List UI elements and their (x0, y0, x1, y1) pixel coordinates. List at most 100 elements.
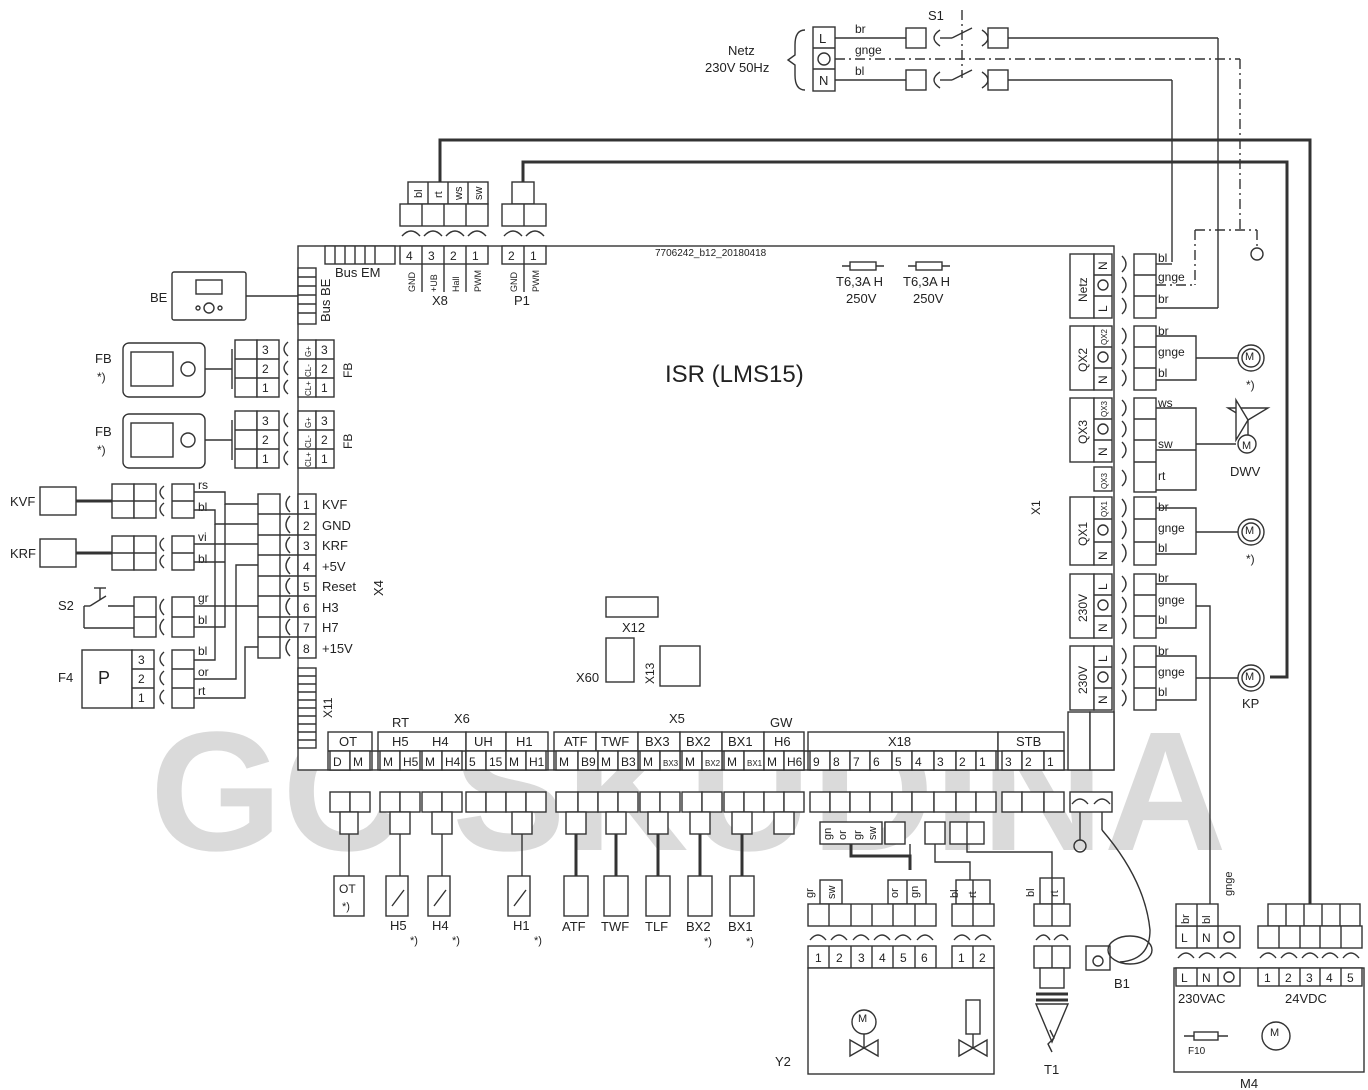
svg-text:FB: FB (95, 351, 112, 366)
h5-switch: H5 *) (385, 811, 418, 947)
y2-valve-unit: gr sw or gn 1 2 3 4 5 6 bl rt 1 2 (775, 879, 995, 1075)
svg-text:*): *) (97, 370, 106, 384)
bottom-group-title: X6 (454, 711, 470, 726)
svg-text:bl: bl (855, 64, 864, 78)
svg-text:X4: X4 (371, 580, 386, 596)
svg-text:FB: FB (341, 434, 355, 449)
bottom-plug-cell (809, 791, 831, 813)
bottom-group-title: TWF (601, 734, 629, 749)
svg-text:bl: bl (413, 189, 425, 198)
bottom-pin-label: M (383, 755, 393, 769)
svg-text:3: 3 (303, 539, 310, 553)
svg-text:2: 2 (321, 433, 328, 447)
fb-unit-2: FB *) 3 2 1 G+ CL- CL+ 3 2 1 FB (95, 410, 355, 469)
bottom-pin-cell (701, 750, 723, 771)
bottom-pin-label: M (643, 755, 653, 769)
bottom-plug-cell (743, 791, 765, 813)
x17-box (1067, 711, 1091, 771)
svg-text:X11: X11 (321, 697, 335, 718)
svg-text:CL-: CL- (304, 364, 313, 377)
svg-text:L: L (1096, 655, 1110, 662)
bottom-pin-label: M (767, 755, 777, 769)
svg-text:br: br (1158, 324, 1169, 338)
bottom-pin-cell (617, 750, 639, 771)
bottom-plug-cell (723, 791, 745, 813)
svg-text:GND: GND (407, 272, 417, 293)
svg-text:2: 2 (450, 249, 457, 263)
svg-text:*): *) (1246, 552, 1255, 566)
svg-text:OT: OT (339, 882, 356, 896)
svg-text:S2: S2 (58, 598, 74, 613)
right-netz-connector: Netz N L bl gnge br (1069, 251, 1218, 319)
svg-text:1: 1 (321, 381, 328, 395)
bottom-plug-cell (1001, 791, 1023, 813)
bottom-pin-cell (783, 750, 805, 771)
svg-text:T6,3A H: T6,3A H (903, 274, 950, 289)
f4-pressure-sensor: F4 P 3 2 1 bl or rt (58, 524, 258, 709)
bottom-pin-label: 6 (873, 755, 880, 769)
x17-x3-plug (1069, 791, 1113, 813)
fb-unit-1: FB *) 3 2 1 G+ CL- CL+ 3 2 1 FB (95, 339, 355, 398)
bottom-plug-cell (441, 791, 463, 813)
svg-text:M: M (1270, 1027, 1279, 1039)
x8-connector: bl rt ws sw 4 3 2 1 GND +UB Hall PWM X8 (399, 181, 489, 308)
svg-text:1: 1 (262, 452, 269, 466)
svg-text:N: N (1202, 931, 1211, 945)
bottom-pin-label: 2 (959, 755, 966, 769)
bottom-group-title: H4 (432, 734, 449, 749)
h4-switch: H4 *) (427, 811, 460, 947)
svg-text:rs: rs (198, 478, 208, 492)
bottom-pin-label: B9 (581, 755, 596, 769)
svg-text:+UB: +UB (429, 274, 439, 292)
svg-text:br: br (1158, 292, 1169, 306)
bottom-pin-label: 8 (833, 755, 840, 769)
svg-text:24VDC: 24VDC (1285, 991, 1327, 1006)
svg-text:2: 2 (138, 672, 145, 686)
bottom-pin-label: M (685, 755, 695, 769)
svg-text:1: 1 (321, 452, 328, 466)
svg-text:1: 1 (303, 498, 310, 512)
svg-text:H1: H1 (513, 918, 530, 933)
p1-connector: 2 1 GND PWM P1 (501, 181, 547, 308)
v230-connector-a: 230V L N br gnge bl (1069, 571, 1211, 905)
bottom-plug-cell (829, 791, 851, 813)
svg-text:6: 6 (303, 601, 310, 615)
svg-text:bl: bl (198, 500, 207, 514)
svg-text:rt: rt (1049, 890, 1061, 897)
bottom-group-title: BX1 (728, 734, 753, 749)
h1-switch: H1 *) (507, 811, 542, 947)
svg-text:bl: bl (1025, 888, 1037, 897)
bottom-pin-label: 1 (1047, 755, 1054, 769)
svg-text:QX2: QX2 (1076, 348, 1090, 372)
svg-text:ATF: ATF (562, 919, 586, 934)
svg-text:2: 2 (303, 519, 310, 533)
svg-text:1: 1 (958, 951, 965, 965)
bottom-pin-label: 9 (813, 755, 820, 769)
tlf-sensor: TLF (645, 811, 671, 934)
qx1-connector: QX1 QX1 N br gnge bl M *) (1069, 496, 1265, 566)
bottom-pin-cell (525, 750, 547, 771)
svg-text:gr: gr (804, 888, 816, 898)
svg-text:Netz: Netz (1076, 277, 1090, 302)
svg-text:2: 2 (262, 362, 269, 376)
svg-text:bl: bl (1158, 366, 1167, 380)
atf-sensor: ATF (562, 811, 589, 934)
svg-text:bl: bl (949, 889, 961, 898)
svg-text:QX3: QX3 (1100, 472, 1109, 489)
bottom-pin-label: 5 (469, 755, 476, 769)
x18-wires: gn or gr sw bl rt bl rt (819, 821, 1053, 880)
bottom-pin-cell (399, 750, 421, 771)
svg-text:bl: bl (1158, 685, 1167, 699)
svg-text:T6,3A H: T6,3A H (836, 274, 883, 289)
x12-x13-x60: X12 X60 X13 (576, 596, 701, 687)
svg-text:KP: KP (1242, 696, 1259, 711)
svg-text:*): *) (342, 901, 350, 913)
board-code: 7706242_b12_20180418 (655, 248, 767, 259)
svg-text:L: L (1181, 971, 1188, 985)
svg-text:2: 2 (508, 249, 515, 263)
bottom-group-title: X5 (669, 711, 685, 726)
svg-text:1: 1 (262, 381, 269, 395)
bottom-group-title: BX3 (645, 734, 670, 749)
svg-text:BX2: BX2 (686, 919, 711, 934)
svg-text:gnge: gnge (1158, 521, 1185, 535)
